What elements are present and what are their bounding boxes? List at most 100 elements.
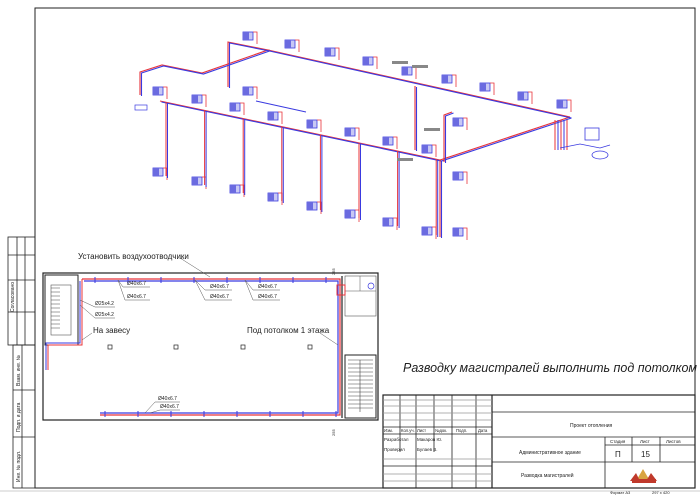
- sheets-label: Листов: [666, 439, 681, 444]
- checked-label: Проверил: [384, 447, 405, 452]
- pump-icon: [584, 127, 600, 141]
- radiator-fill: [268, 112, 274, 120]
- radiator-connection: [490, 82, 495, 95]
- dimension-label: 255: [331, 268, 336, 275]
- radiator-connection: [317, 201, 322, 214]
- pipe-label: Ø25x4.2: [95, 301, 114, 307]
- to-curtain-note: На завесу: [93, 326, 130, 335]
- radiator-connection: [452, 74, 457, 87]
- radiator-connection: [373, 56, 378, 69]
- air-vent-icon: [392, 61, 408, 64]
- radiator-connection: [295, 39, 300, 52]
- pipe-label: Ø25x4.2: [95, 312, 114, 318]
- air-curtain-icon: [134, 104, 148, 111]
- stair-right: [344, 354, 377, 419]
- sheet-value: 15: [641, 450, 650, 459]
- building-name: Административное здание: [519, 450, 581, 456]
- radiator-fill: [268, 193, 274, 201]
- radiator-connection: [202, 176, 207, 189]
- radiator-connection: [393, 217, 398, 230]
- radiator-fill: [307, 120, 313, 128]
- back-main-return: [269, 50, 572, 119]
- checked-name: Булаев В.: [417, 447, 438, 452]
- radiator-fill: [230, 185, 236, 193]
- pipe-label: Ø40x6.7: [160, 404, 179, 410]
- radiator-fill: [480, 83, 486, 91]
- radiator-fill: [383, 137, 389, 145]
- table-header: №док.: [435, 428, 447, 433]
- vents-note: Установить воздухоотводчики: [78, 252, 189, 261]
- radiator-fill: [345, 210, 351, 218]
- radiator-fill: [363, 57, 369, 65]
- radiator-fill: [243, 32, 249, 40]
- developed-label: Разработал: [384, 437, 409, 442]
- sheet-title: Разводка магистралей: [521, 472, 574, 479]
- radiator-connection: [253, 31, 258, 44]
- pipe-segment: [559, 143, 611, 149]
- pipe-label: Ø40x6.7: [210, 284, 229, 290]
- pipe-segment: [255, 100, 307, 113]
- radiator-fill: [192, 95, 198, 103]
- radiator-fill: [453, 172, 459, 180]
- radiator-connection: [412, 66, 417, 79]
- table-header: Лист: [417, 428, 426, 433]
- agreed-label: Согласовано: [10, 282, 16, 312]
- size-label: 297 x 420: [652, 490, 670, 495]
- format-label: Формат А3: [610, 490, 631, 495]
- sign-date-label: Подп. и дата: [16, 402, 22, 432]
- riser-branch-supply: [443, 111, 453, 162]
- radiator-fill: [192, 177, 198, 185]
- radiator-connection: [463, 227, 468, 240]
- radiator-fill: [153, 87, 159, 95]
- sheet-frame: [34, 7, 696, 489]
- radiator-fill: [345, 128, 351, 136]
- radiator-fill: [453, 118, 459, 126]
- radiator-connection: [432, 226, 437, 239]
- radiator-connection: [240, 102, 245, 115]
- radiator-connection: [317, 119, 322, 132]
- inv-orig-label: Инв. № подл.: [16, 451, 22, 482]
- left-branch-supply: [139, 41, 271, 95]
- radiator-fill: [422, 227, 428, 235]
- column-icon: [173, 344, 179, 350]
- radiator-connection: [355, 127, 360, 140]
- radiator-connection: [463, 117, 468, 130]
- radiator-fill: [243, 87, 249, 95]
- front-main-return: [161, 101, 572, 162]
- radiator-connection: [393, 136, 398, 149]
- radiator-fill: [453, 228, 459, 236]
- return-main: [84, 280, 339, 414]
- radiator-connection: [463, 171, 468, 184]
- air-vent-icon: [424, 128, 440, 131]
- replace-inv-label: Взам. инв. №: [16, 355, 22, 386]
- air-vent-icon: [412, 65, 428, 68]
- riser-branch-return: [444, 112, 454, 163]
- dimension-label: 255: [331, 429, 336, 436]
- column-icon: [107, 344, 113, 350]
- under-ceiling-note: Под потолком 1 этажа: [247, 326, 330, 335]
- radiator-fill: [383, 218, 389, 226]
- air-vent-icon: [397, 158, 413, 161]
- radiator-fill: [325, 48, 331, 56]
- radiator-connection: [335, 47, 340, 60]
- table-header: Дата: [478, 428, 488, 433]
- radiator-fill: [518, 92, 524, 100]
- radiator-fill: [442, 75, 448, 83]
- company-logo: [630, 469, 657, 483]
- radiator-connection: [253, 86, 258, 99]
- supply-main: [82, 278, 341, 416]
- radiator-connection: [240, 184, 245, 197]
- column-icon: [307, 344, 313, 350]
- stage-value: П: [615, 450, 621, 459]
- radiator-connection: [202, 94, 207, 107]
- pipe-label: Ø40x6.7: [158, 396, 177, 402]
- tank-icon: [591, 150, 609, 160]
- radiator-fill: [422, 145, 428, 153]
- stair-left: [50, 284, 72, 336]
- pipe-label: Ø40x6.7: [127, 281, 146, 287]
- main-note: Разводку магистралей выполнить под потол…: [403, 361, 700, 375]
- left-branch-return: [140, 42, 272, 96]
- table-header: Подп.: [456, 428, 467, 433]
